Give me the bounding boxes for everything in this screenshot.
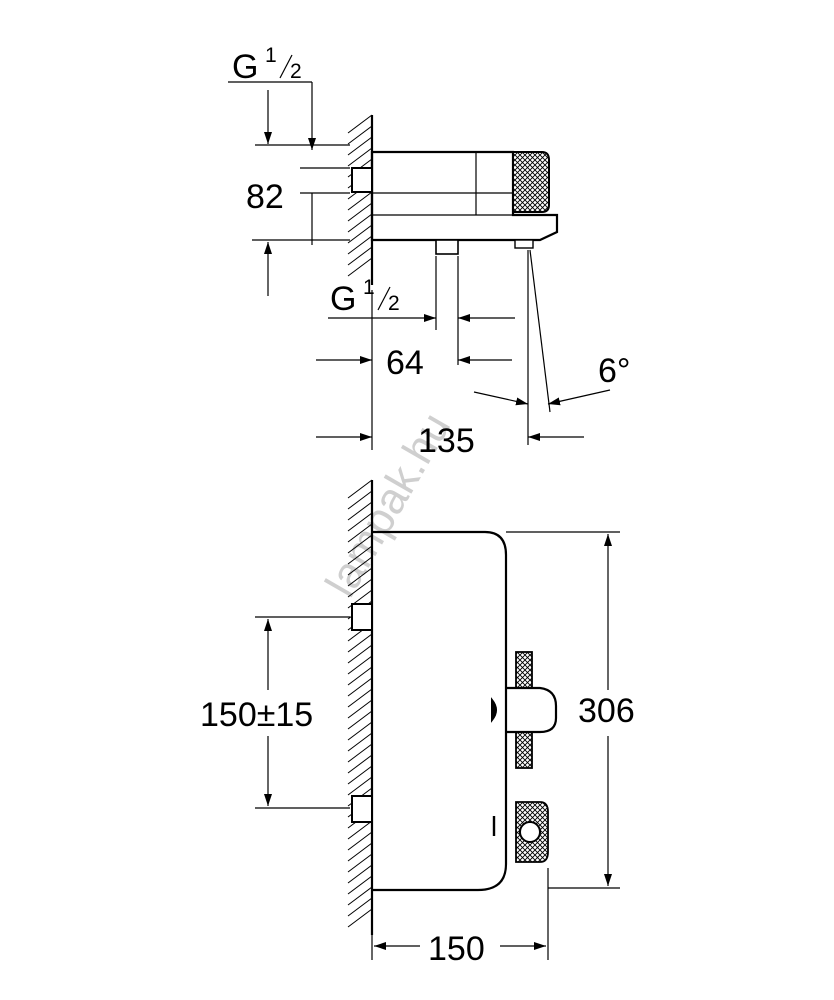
hatch-line xyxy=(347,897,373,917)
hatch-line xyxy=(347,556,373,576)
hatch-line xyxy=(347,501,373,521)
inlet-pipe-upper xyxy=(351,603,373,631)
spout-outlet xyxy=(514,239,534,249)
hatch-line xyxy=(347,677,373,697)
hatch-line xyxy=(347,523,373,543)
hatch-line xyxy=(347,490,373,510)
hatch-line xyxy=(347,633,373,653)
hatch-line xyxy=(347,512,373,532)
hatch-line xyxy=(347,820,373,840)
side-depth-value: 135 xyxy=(418,422,475,460)
hatch-line xyxy=(347,908,373,928)
knurled-handle-upper-top xyxy=(515,651,533,689)
hatch-line xyxy=(347,853,373,873)
top-thread-numerator: 1 xyxy=(265,44,277,67)
outlet-thread-numerator: 1 xyxy=(363,276,375,299)
side-height-value: 82 xyxy=(246,178,284,216)
hatch-line xyxy=(347,842,373,862)
hatch-line xyxy=(347,213,373,233)
outlet-stub xyxy=(435,239,459,255)
hatch-line xyxy=(347,721,373,741)
hatch-line xyxy=(347,875,373,895)
knurled-handle-side xyxy=(512,151,550,213)
hatch-line xyxy=(347,136,373,156)
outlet-offset-value: 64 xyxy=(386,344,424,382)
front-view: 150±15 306 150 xyxy=(200,479,635,968)
hatch-line xyxy=(347,479,373,499)
hatch-line xyxy=(347,699,373,719)
outlet-thread-denominator: 2 xyxy=(388,292,400,315)
top-thread-denominator: 2 xyxy=(290,60,302,83)
hatch-line xyxy=(347,202,373,222)
hatch-line xyxy=(347,644,373,664)
hatch-line xyxy=(347,710,373,730)
hatch-line xyxy=(347,765,373,785)
spout-angle-value: 6° xyxy=(598,352,631,390)
knurled-handle-upper-bottom xyxy=(515,731,533,769)
hatch-line xyxy=(347,688,373,708)
thermostat-body-front xyxy=(372,530,508,892)
hatch-line xyxy=(347,246,373,266)
temperature-lever xyxy=(506,686,558,734)
hatch-line xyxy=(347,114,373,134)
hatch-line xyxy=(347,754,373,774)
flow-control-knob xyxy=(519,821,541,843)
hatch-line xyxy=(347,257,373,277)
hatch-line xyxy=(347,235,373,255)
hatch-line xyxy=(347,191,373,211)
hatch-line xyxy=(347,224,373,244)
temperature-indicator xyxy=(491,697,497,723)
inlet-pipe-side xyxy=(351,167,373,193)
hatch-line xyxy=(347,147,373,167)
wall-hatching-top xyxy=(347,114,373,277)
outlet-thread-label: G xyxy=(330,280,356,318)
hatch-line xyxy=(347,886,373,906)
hatch-line xyxy=(347,545,373,565)
hatch-line xyxy=(347,732,373,752)
inlet-spacing-value: 150±15 xyxy=(200,696,313,734)
hatch-line xyxy=(347,743,373,763)
side-view: G 1 2 82 G 1 2 64 6° 135 xyxy=(228,44,631,460)
hatch-line xyxy=(347,534,373,554)
hatch-line xyxy=(347,666,373,686)
hatch-line xyxy=(347,655,373,675)
hatch-line xyxy=(347,567,373,587)
top-thread-label: G xyxy=(232,48,258,86)
hatch-line xyxy=(347,578,373,598)
front-width-value: 150 xyxy=(428,930,485,968)
hatch-line xyxy=(347,125,373,145)
hatch-line xyxy=(347,864,373,884)
hatch-line xyxy=(347,776,373,796)
front-height-value: 306 xyxy=(578,692,635,730)
hatch-line xyxy=(347,831,373,851)
inlet-pipe-lower xyxy=(351,795,373,823)
